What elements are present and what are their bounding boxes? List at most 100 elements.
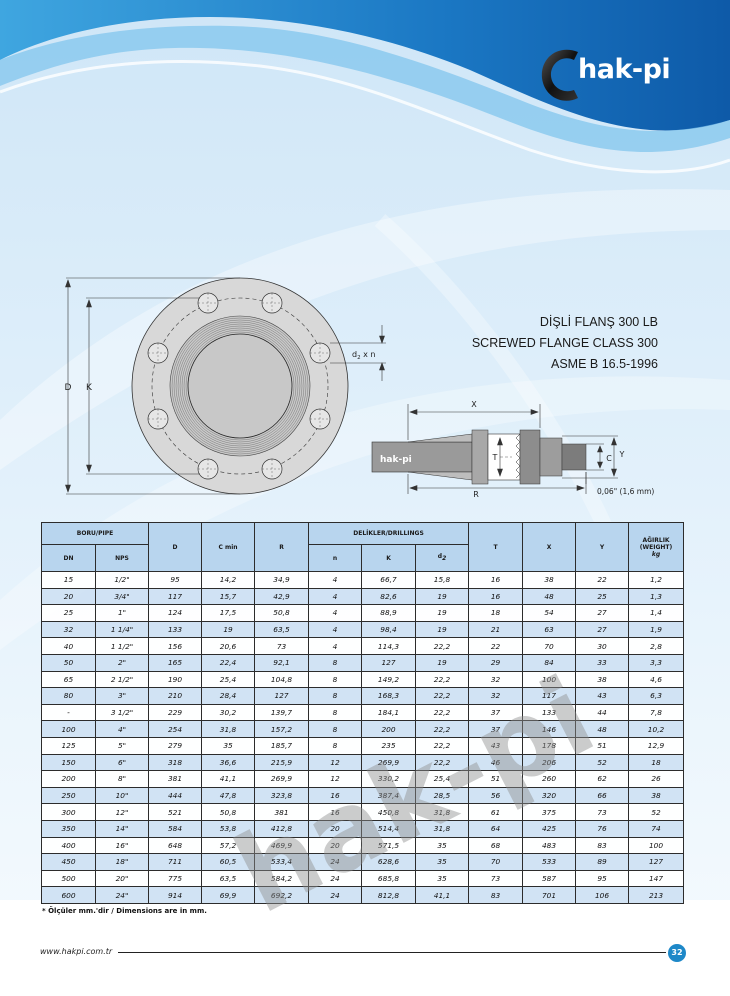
label-X: X	[471, 400, 477, 409]
table-cell: 62	[575, 770, 630, 788]
label-K: K	[86, 383, 93, 393]
table-cell: 3 1/2"	[94, 703, 150, 722]
table-cell: 50,8	[201, 803, 256, 821]
table-cell: 16	[468, 571, 524, 589]
table-cell: 8	[308, 703, 363, 722]
table-cell: 6,3	[628, 687, 685, 705]
table-cell: 25,4	[415, 770, 470, 788]
table-cell: 46	[468, 753, 524, 772]
header-D: D	[148, 522, 203, 572]
dimensions-table-wrapper: BORU/PIPE D C min R DELİKLER/DRILLINGS T…	[40, 522, 685, 904]
table-cell: 213	[628, 886, 685, 904]
table-cell: 100	[628, 836, 685, 855]
table-cell: 8	[308, 670, 363, 689]
table-cell: 260	[522, 770, 577, 788]
table-cell: 701	[522, 886, 577, 904]
table-cell: 17,5	[201, 604, 256, 622]
table-cell: 64	[468, 819, 524, 838]
table-cell: 32	[41, 620, 96, 639]
table-cell: 124	[148, 604, 203, 622]
table-cell: 16	[308, 803, 363, 821]
table-cell: 3,3	[628, 653, 685, 672]
table-cell: 36,6	[201, 753, 256, 772]
table-cell: 22	[575, 571, 630, 589]
table-cell: 14,2	[201, 571, 256, 589]
table-cell: 114,3	[361, 637, 417, 655]
table-cell: 29	[468, 653, 524, 672]
title-line-tr: DİŞLİ FLANŞ 300 LB	[539, 315, 658, 329]
header-R: R	[254, 522, 310, 572]
label-Y: Y	[619, 450, 625, 459]
table-cell: 52	[628, 803, 685, 821]
table-cell: 147	[628, 869, 685, 888]
table-cell: 2,8	[628, 637, 685, 655]
table-cell: 20	[308, 836, 363, 855]
table-cell: 425	[522, 819, 577, 838]
table-cell: 21	[468, 620, 524, 639]
table-cell: 8	[308, 736, 363, 755]
header-weight-en: (WEIGHT)	[639, 543, 673, 551]
website-link[interactable]: www.hakpi.com.tr	[40, 947, 113, 956]
table-cell: 35	[201, 736, 256, 755]
table-cell: 178	[522, 736, 577, 755]
table-cell: 83	[575, 836, 630, 855]
table-cell: 320	[522, 786, 577, 805]
table-cell: 22,2	[415, 637, 470, 655]
dimension-lines-side	[407, 404, 618, 494]
table-cell: 20	[41, 587, 96, 606]
table-cell: 4,6	[628, 670, 685, 689]
table-cell: 12	[308, 753, 363, 772]
table-cell: 33	[575, 653, 630, 672]
footer-divider	[118, 952, 666, 953]
table-cell: 1 1/2"	[94, 637, 150, 655]
table-cell: 269,9	[361, 753, 417, 772]
table-cell: 24"	[94, 886, 150, 904]
table-cell: 269,9	[254, 770, 310, 788]
table-cell: 444	[148, 786, 203, 805]
table-cell: 73	[254, 637, 310, 655]
table-cell: 4	[308, 604, 363, 622]
table-cell: 10,2	[628, 720, 685, 738]
table-cell: 89	[575, 853, 630, 871]
table-cell: 61	[468, 803, 524, 821]
table-cell: 76	[575, 819, 630, 838]
table-cell: 51	[575, 736, 630, 755]
table-cell: 35	[415, 836, 470, 855]
table-cell: 412,8	[254, 819, 310, 838]
title-line-en: SCREWED FLANGE CLASS 300	[471, 336, 658, 350]
header-weight: AĞIRLIK (WEIGHT) kg	[628, 522, 685, 572]
title-line-standard: ASME B 16.5-1996	[550, 357, 658, 371]
table-cell: 73	[468, 869, 524, 888]
table-cell: 19	[415, 587, 470, 606]
table-cell: 92,1	[254, 653, 310, 672]
table-cell: 38	[628, 786, 685, 805]
table-cell: 43	[468, 736, 524, 755]
table-cell: 533,4	[254, 853, 310, 871]
table-cell: 27	[575, 604, 630, 622]
table-cell: 30,2	[201, 703, 256, 722]
table-cell: 52	[575, 753, 630, 772]
label-d2xn: d2 x n	[352, 350, 375, 361]
label-C: C	[606, 454, 612, 463]
table-cell: 711	[148, 853, 203, 871]
table-cell: 318	[148, 753, 203, 772]
table-cell: 88,9	[361, 604, 417, 622]
table-cell: 51	[468, 770, 524, 788]
table-cell: 500	[41, 869, 96, 888]
header-n: n	[308, 544, 363, 572]
table-cell: 22,2	[415, 687, 470, 705]
table-cell: 98,4	[361, 620, 417, 639]
table-cell: 70	[522, 637, 577, 655]
table-cell: 27	[575, 620, 630, 639]
table-cell: 584,2	[254, 869, 310, 888]
table-cell: 19	[415, 620, 470, 639]
table-cell: 44	[575, 703, 630, 722]
drawing-logo-text: hak-pi	[380, 455, 412, 465]
table-cell: 63	[522, 620, 577, 639]
table-cell: 533	[522, 853, 577, 871]
table-cell: 2 1/2"	[94, 670, 150, 689]
